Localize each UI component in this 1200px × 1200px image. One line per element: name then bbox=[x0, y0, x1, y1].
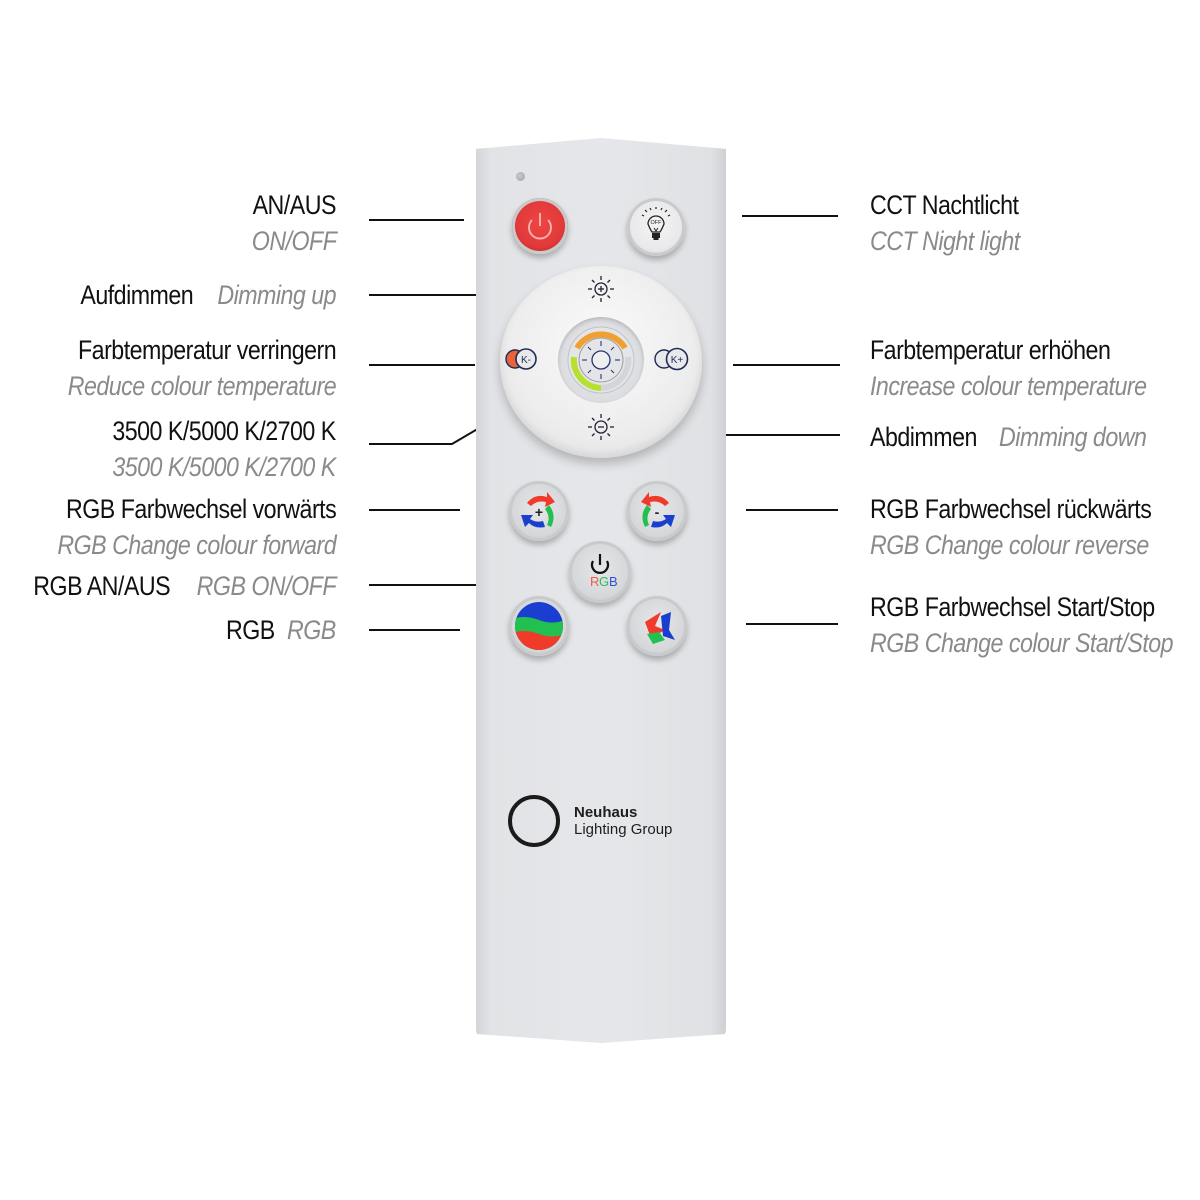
rgb-cycle-forward-icon: + bbox=[521, 492, 555, 528]
label-cct-values: 3500 K/5000 K/2700 K 3500 K/5000 K/2700 … bbox=[76, 416, 337, 482]
brand-name: Neuhaus bbox=[574, 804, 638, 821]
label-de: RGB AN/AUS bbox=[32, 571, 170, 601]
label-de: Farbtemperatur verringern bbox=[77, 335, 337, 365]
sun-plus-icon[interactable] bbox=[586, 274, 616, 304]
k-minus-icon[interactable]: K- bbox=[504, 346, 540, 372]
dimmer-ring: K- K+ bbox=[500, 266, 702, 458]
label-en: ON/OFF bbox=[251, 226, 336, 256]
rgb-wave-icon bbox=[515, 602, 563, 650]
label-dimming-down: Abdimmen Dimming down bbox=[870, 424, 1170, 451]
sun-minus-icon[interactable] bbox=[586, 412, 616, 442]
brand-subtitle: Lighting Group bbox=[574, 821, 673, 838]
label-increase-cct: Farbtemperatur erhöhen Increase colour t… bbox=[870, 337, 1191, 400]
rgb-shards-icon bbox=[645, 612, 675, 644]
label-de: AN/AUS bbox=[252, 190, 337, 220]
label-en: Increase colour temperature bbox=[870, 371, 1147, 401]
remote-control: OFF bbox=[476, 138, 726, 1043]
lightbulb-off-icon: OFF bbox=[641, 207, 671, 240]
status-led bbox=[516, 172, 525, 181]
cct-cycle-button[interactable] bbox=[558, 317, 644, 403]
label-de: Farbtemperatur erhöhen bbox=[870, 335, 1111, 365]
rgb-reverse-button[interactable]: - bbox=[627, 481, 687, 541]
power-icon: R G B bbox=[590, 554, 618, 589]
label-de: 3500 K/5000 K/2700 K bbox=[112, 416, 337, 446]
label-en: 3500 K/5000 K/2700 K bbox=[112, 452, 337, 482]
label-de: Aufdimmen bbox=[80, 280, 194, 310]
off-text: OFF bbox=[651, 220, 663, 226]
label-en: Dimming up bbox=[217, 280, 336, 310]
label-de: RGB Farbwechsel rückwärts bbox=[870, 494, 1152, 524]
rgb-letter-b: B bbox=[609, 574, 618, 589]
cct-wheel-icon bbox=[567, 326, 635, 394]
plus-text: + bbox=[535, 504, 543, 520]
label-de: RGB Farbwechsel vorwärts bbox=[65, 494, 337, 524]
power-icon bbox=[528, 213, 552, 240]
label-rgb-on-off: RGB AN/AUS RGB ON/OFF bbox=[11, 573, 337, 600]
rgb-on-off-button[interactable]: R G B bbox=[569, 541, 631, 603]
rgb-letter-r: R bbox=[590, 574, 599, 589]
label-en: RGB Change colour forward bbox=[57, 530, 336, 560]
label-cct-night-light: CCT Nachtlicht CCT Night light bbox=[870, 192, 1044, 255]
logo-text: Neuhaus Lighting Group bbox=[574, 804, 672, 838]
label-en: RGB Change colour Start/Stop bbox=[870, 628, 1174, 658]
rgb-forward-button[interactable]: + bbox=[509, 481, 569, 541]
k-plus-text: K+ bbox=[671, 355, 684, 366]
label-on-off: AN/AUS ON/OFF bbox=[238, 192, 336, 255]
rgb-start-stop-button[interactable] bbox=[627, 596, 687, 656]
label-de: Abdimmen bbox=[870, 422, 977, 452]
logo-ring-icon bbox=[508, 795, 560, 847]
label-en: RGB Change colour reverse bbox=[870, 530, 1149, 560]
label-dimming-up: Aufdimmen Dimming up bbox=[62, 280, 337, 310]
label-de: CCT Nachtlicht bbox=[870, 190, 1019, 220]
label-rgb-start-stop: RGB Farbwechsel Start/Stop RGB Change co… bbox=[870, 594, 1200, 657]
label-de: RGB Farbwechsel Start/Stop bbox=[870, 592, 1155, 622]
rgb-letter-g: G bbox=[599, 574, 609, 589]
label-de: RGB bbox=[226, 615, 275, 645]
label-en: RGB bbox=[287, 615, 336, 645]
rgb-cycle-reverse-icon: - bbox=[641, 492, 675, 528]
brand-logo: Neuhaus Lighting Group bbox=[508, 795, 672, 847]
night-light-button[interactable]: OFF bbox=[627, 198, 685, 256]
label-reduce-cct: Farbtemperatur verringern Reduce colour … bbox=[24, 335, 337, 401]
label-rgb-reverse: RGB Farbwechsel rückwärts RGB Change col… bbox=[870, 496, 1197, 559]
k-minus-text: K- bbox=[521, 355, 531, 366]
rgb-color-button[interactable] bbox=[509, 596, 569, 656]
power-button[interactable] bbox=[512, 198, 568, 254]
k-plus-icon[interactable]: K+ bbox=[652, 346, 692, 372]
label-en: RGB ON/OFF bbox=[196, 571, 337, 601]
label-rgb-forward: RGB Farbwechsel vorwärts RGB Change colo… bbox=[12, 496, 336, 559]
label-en: Dimming down bbox=[998, 422, 1147, 452]
label-rgb: RGB RGB bbox=[218, 617, 336, 644]
label-en: Reduce colour temperature bbox=[67, 371, 337, 401]
minus-text: - bbox=[655, 504, 660, 520]
label-en: CCT Night light bbox=[870, 226, 1020, 256]
